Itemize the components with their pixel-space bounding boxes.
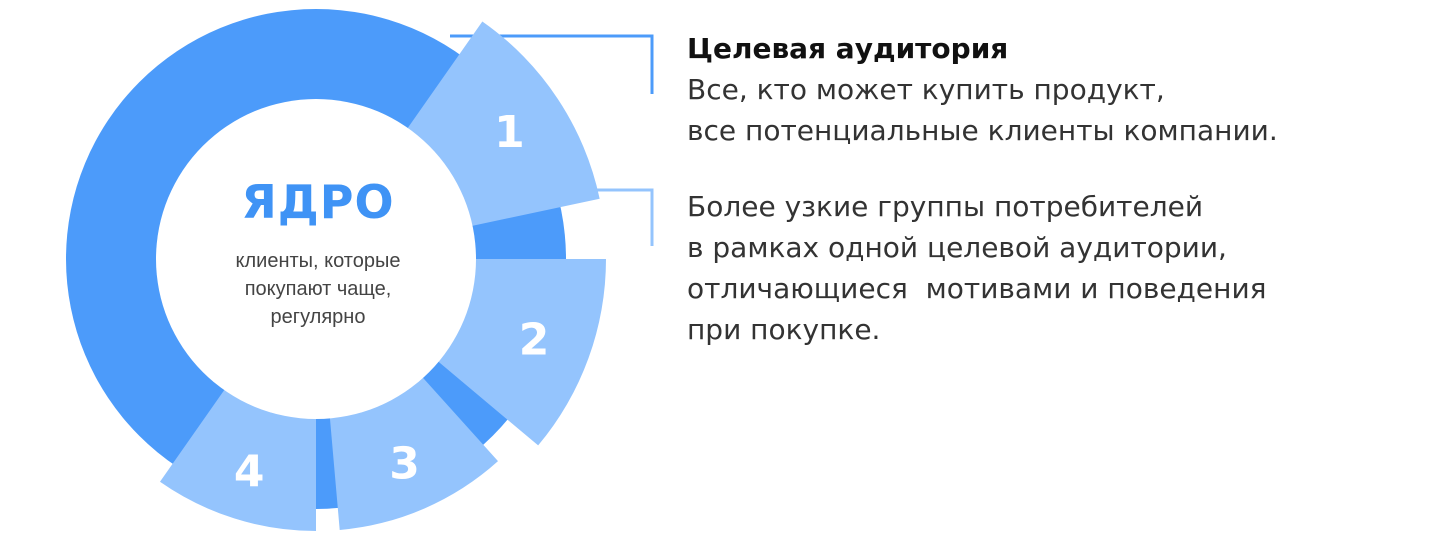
segments-description-line-1: Более узкие группы потребителей bbox=[687, 190, 1204, 223]
target-audience-line-1: Все, кто может купить продукт, bbox=[687, 73, 1165, 106]
target-audience-block: Целевая аудитория Все, кто может купить … bbox=[687, 28, 1278, 151]
core-description-line-3: регулярно bbox=[271, 306, 366, 328]
target-audience-line-2: все потенциальные клиенты компании. bbox=[687, 114, 1278, 147]
segment-2 bbox=[430, 259, 606, 446]
segment-4-number: 4 bbox=[234, 447, 265, 498]
segments-description-line-3: отличающиеся мотивами и поведения bbox=[687, 272, 1267, 305]
target-audience-title: Целевая аудитория bbox=[687, 32, 1009, 65]
core-description-line-1: клиенты, которые bbox=[236, 250, 401, 272]
segments-description-block: Более узкие группы потребителей в рамках… bbox=[687, 186, 1266, 350]
segment-1-number: 1 bbox=[494, 107, 525, 158]
segments-description-line-4: при покупке. bbox=[687, 313, 881, 346]
connector-target-audience bbox=[450, 34, 654, 94]
connector-segments bbox=[592, 188, 654, 246]
segment-4 bbox=[159, 381, 316, 531]
core-circle bbox=[156, 99, 476, 419]
segments-description-line-2: в рамках одной целевой аудитории, bbox=[687, 231, 1227, 264]
core-title: ЯДРО bbox=[241, 175, 394, 229]
segment-3-number: 3 bbox=[389, 439, 420, 490]
segment-2-number: 2 bbox=[519, 314, 550, 365]
core-description-line-2: покупают чаще, bbox=[245, 278, 392, 300]
segment-3 bbox=[329, 370, 499, 530]
